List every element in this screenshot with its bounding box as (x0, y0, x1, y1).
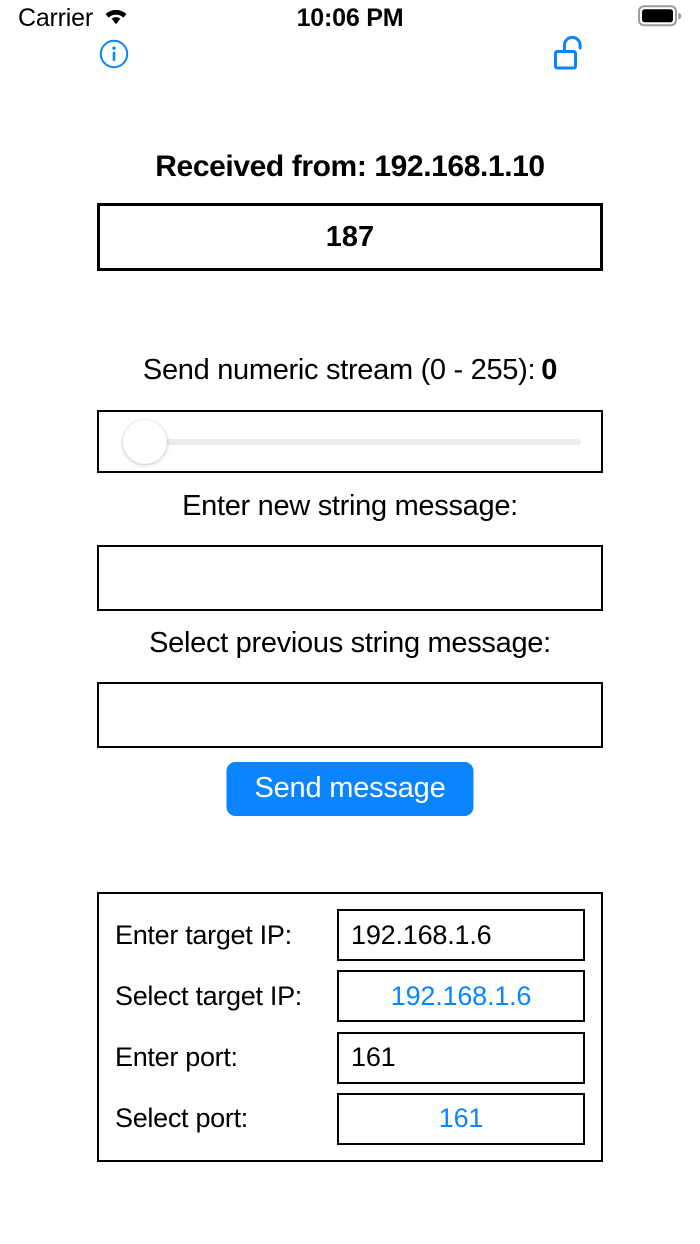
numeric-stream-slider[interactable] (123, 419, 581, 464)
new-string-input[interactable] (99, 547, 601, 609)
status-bar-left: Carrier (18, 4, 350, 33)
new-string-label: Enter new string message: (182, 490, 518, 522)
new-string-input-box[interactable] (97, 545, 603, 611)
select-port-field[interactable]: 161 (337, 1092, 585, 1145)
slider-track (125, 438, 581, 445)
enter-target-ip-field[interactable]: 192.168.1.6 (337, 909, 585, 961)
connection-settings-panel: Enter target IP: 192.168.1.6 Select targ… (97, 892, 603, 1162)
unlocked-padlock-icon (551, 34, 589, 79)
settings-row-target-ip-picker: Select target IP: 192.168.1.6 (115, 968, 585, 1024)
send-message-button[interactable]: Send message (226, 762, 474, 817)
enter-port-value: 161 (351, 1042, 396, 1073)
carrier-label: Carrier (18, 3, 93, 32)
enter-target-ip-label: Enter target IP: (115, 919, 292, 950)
enter-target-ip-value: 192.168.1.6 (351, 919, 492, 950)
lock-toggle-button[interactable] (548, 34, 592, 78)
received-value: 187 (325, 220, 375, 253)
settings-row-port-picker: Select port: 161 (115, 1091, 585, 1147)
received-from-title: Received from: 192.168.1.10 (155, 150, 545, 183)
slider-thumb[interactable] (123, 419, 167, 464)
previous-string-label: Select previous string message: (149, 627, 551, 659)
enter-port-field[interactable]: 161 (337, 1031, 585, 1084)
received-value-box: 187 (97, 203, 603, 271)
previous-string-picker[interactable] (99, 684, 601, 746)
battery-full-icon (638, 4, 682, 32)
numeric-stream-value: 0 (541, 354, 558, 386)
select-target-ip-field[interactable]: 192.168.1.6 (337, 970, 585, 1023)
settings-row-target-ip-entry: Enter target IP: 192.168.1.6 (115, 907, 585, 963)
status-bar: Carrier 10:06 PM (0, 0, 700, 36)
status-bar-right (350, 4, 682, 32)
wifi-icon (102, 6, 130, 31)
select-port-label: Select port: (115, 1103, 248, 1134)
numeric-stream-slider-container (97, 410, 603, 473)
select-target-ip-label: Select target IP: (115, 980, 302, 1011)
previous-string-picker-box[interactable] (97, 682, 603, 748)
numeric-stream-label: Send numeric stream (0 - 255):0 (0, 354, 700, 387)
info-button[interactable] (94, 36, 134, 76)
info-circle-icon (98, 38, 130, 75)
top-toolbar (0, 32, 700, 80)
select-port-value: 161 (438, 1103, 484, 1134)
settings-row-port-entry: Enter port: 161 (115, 1030, 585, 1086)
enter-port-label: Enter port: (115, 1042, 238, 1073)
select-target-ip-value: 192.168.1.6 (390, 980, 532, 1011)
numeric-stream-label-text: Send numeric stream (0 - 255): (142, 354, 536, 386)
